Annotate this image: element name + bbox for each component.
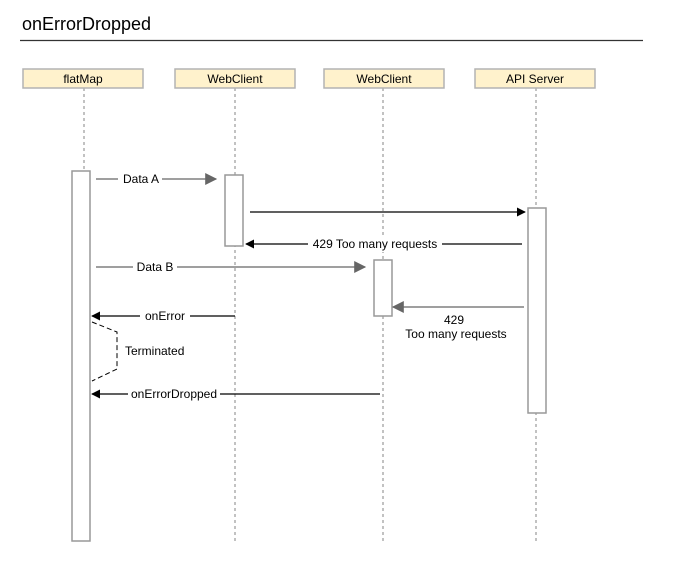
message-429-label-2-line2: Too many requests (405, 327, 506, 341)
participant-api-server[interactable]: API Server (474, 68, 596, 89)
participant-webclient-2[interactable]: WebClient (323, 68, 445, 89)
participant-webclient-1[interactable]: WebClient (174, 68, 296, 89)
participant-webclient-1-label: WebClient (207, 72, 263, 86)
activation-flatmap (71, 170, 91, 542)
message-onerrordropped-label: onErrorDropped (131, 387, 217, 401)
message-data-a-label: Data A (123, 172, 159, 186)
message-429-label-2-line1: 429 (444, 313, 464, 327)
participant-flatmap[interactable]: flatMap (22, 68, 144, 89)
participant-webclient-2-label: WebClient (356, 72, 412, 86)
terminated-bracket (91, 321, 118, 382)
participant-api-server-label: API Server (506, 72, 564, 86)
terminated-label: Terminated (125, 344, 184, 358)
message-onerror-label: onError (145, 309, 185, 323)
diagram-title: onErrorDropped (22, 14, 151, 34)
activation-webclient-2 (373, 259, 393, 317)
participant-flatmap-label: flatMap (63, 72, 103, 86)
message-data-b-label: Data B (137, 260, 174, 274)
activation-webclient-1 (224, 174, 244, 247)
activation-api-server (527, 207, 547, 414)
message-429-label-1: 429 Too many requests (313, 237, 438, 251)
